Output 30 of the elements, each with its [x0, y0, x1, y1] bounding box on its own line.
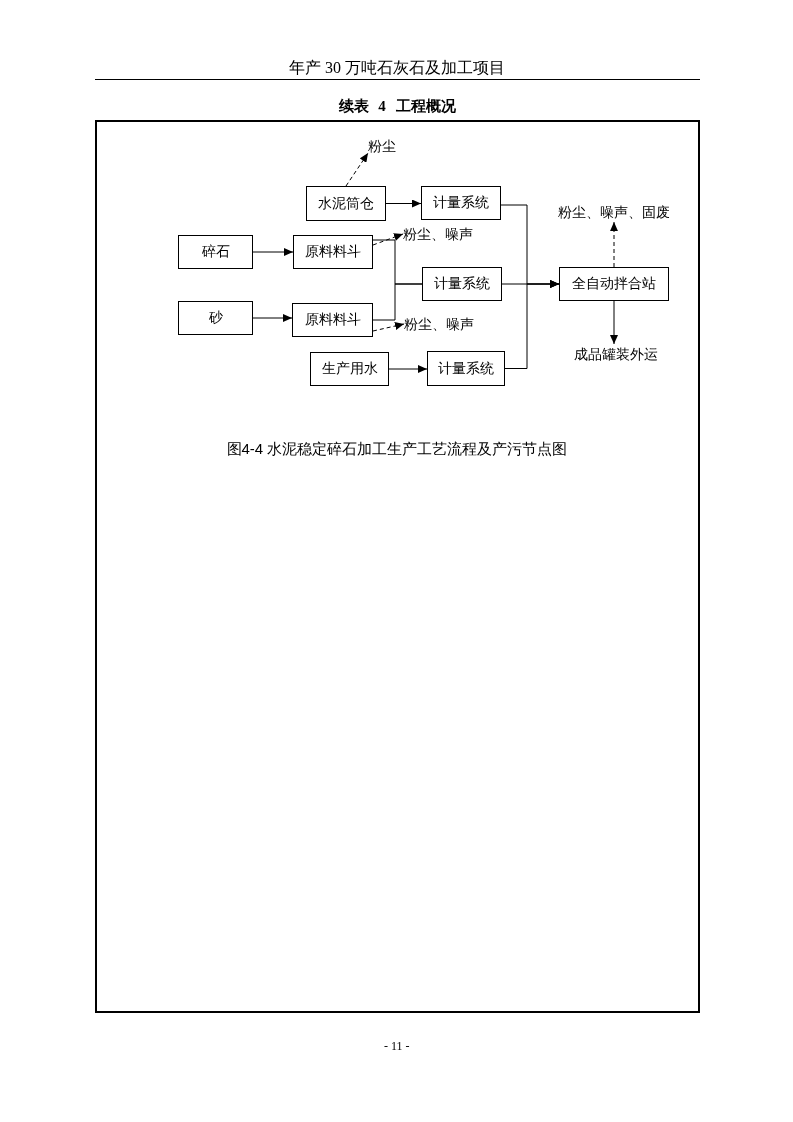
- arrow: [252, 248, 294, 256]
- arrow: [252, 314, 293, 322]
- arrow: [388, 365, 428, 373]
- page-number: - 11 -: [384, 1040, 410, 1054]
- table-title: 续表 4 工程概况: [338, 98, 456, 116]
- emission-label: 粉尘: [368, 138, 396, 155]
- process-box: 原料料斗: [292, 303, 373, 337]
- process-box: 砂: [178, 301, 253, 335]
- output-label: 成品罐装外运: [574, 346, 658, 363]
- dashed-arrow: [345, 152, 369, 187]
- arrow: [610, 300, 618, 345]
- dashed-arrow: [372, 233, 404, 246]
- process-box: 碎石: [178, 235, 253, 269]
- arrow: [385, 199, 422, 208]
- emission-label: 粉尘、噪声: [404, 316, 474, 333]
- emission-label: 粉尘、噪声: [403, 226, 473, 243]
- process-box: 计量系统: [422, 267, 502, 301]
- process-box: 生产用水: [310, 352, 389, 386]
- dashed-arrow: [610, 221, 618, 268]
- figure-caption: 图4-4 水泥稳定碎石加工生产工艺流程及产污节点图: [226, 439, 568, 457]
- arrow: [504, 280, 560, 369]
- dashed-arrow: [372, 322, 405, 332]
- connector-line: [372, 283, 423, 321]
- process-box: 水泥筒仓: [306, 186, 386, 221]
- process-box: 原料料斗: [293, 235, 373, 269]
- process-box: 计量系统: [421, 186, 501, 220]
- emission-label: 粉尘、噪声、固废: [558, 204, 670, 221]
- process-box: 全自动拌合站: [559, 267, 669, 301]
- running-header: 年产 30 万吨石灰石及加工项目: [289, 59, 505, 78]
- process-box: 计量系统: [427, 351, 505, 386]
